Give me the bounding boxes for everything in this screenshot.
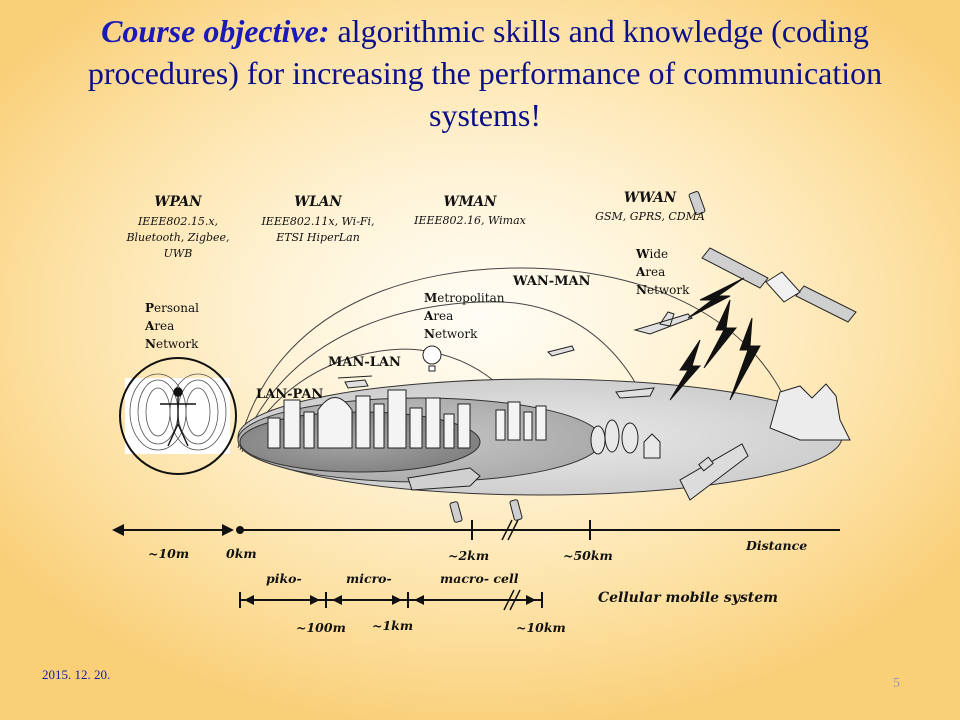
distance-axis-title: Distance (745, 538, 807, 553)
balloon (422, 345, 442, 372)
title-lead: Course objective: (101, 13, 330, 49)
cellular-axis-title: Cellular mobile system (598, 590, 778, 606)
boat (615, 387, 655, 399)
satellite-panel-left (701, 247, 769, 289)
wpan-title: WPAN (154, 194, 202, 210)
personal-area-network-label: Personal Area Network (144, 301, 199, 351)
distance-left-label: ~10m (148, 546, 189, 561)
cellular-axis (239, 589, 543, 611)
page-number: 5 (893, 676, 900, 691)
cell-tick-10km: ~10km (516, 620, 566, 635)
svg-text:Network: Network (145, 337, 199, 351)
city-skyline (267, 389, 547, 449)
satellite (701, 247, 857, 323)
train (407, 467, 481, 491)
helicopter (337, 375, 373, 389)
trees (590, 419, 661, 459)
svg-text:Personal: Personal (145, 301, 199, 315)
wwan-title: WWAN (624, 190, 677, 206)
wman-title: WMAN (444, 194, 498, 210)
svg-text:GSM, GPRS, CDMA: GSM, GPRS, CDMA (595, 210, 705, 223)
svg-text:ETSI HiperLan: ETSI HiperLan (275, 231, 360, 244)
svg-text:Metropolitan: Metropolitan (424, 291, 505, 305)
slide-date: 2015. 12. 20. (42, 667, 111, 682)
distance-zero-label: 0km (226, 546, 257, 561)
svg-text:Network: Network (424, 327, 478, 341)
cell-tick-100m: ~100m (296, 620, 346, 635)
title-rest: algorithmic skills and knowledge (coding… (87, 13, 883, 133)
svg-text:Bluetooth, Zigbee,: Bluetooth, Zigbee, (125, 231, 229, 244)
distance-axis (112, 519, 840, 541)
satellite-panel-right (795, 285, 857, 323)
aircraft (337, 311, 693, 399)
ship (679, 443, 749, 501)
cell-micro: micro- (346, 571, 392, 586)
wwan-block: WWAN GSM, GPRS, CDMA (595, 190, 705, 223)
zone-wan-man: WAN-MAN (512, 274, 591, 289)
zone-lan-pan: LAN-PAN (256, 387, 323, 402)
airplane-small (547, 345, 575, 357)
zone-man-lan: MAN-LAN (328, 355, 401, 370)
mobile-phone (688, 191, 706, 215)
radio-links (669, 277, 761, 401)
wpan-block: WPAN IEEE802.15.x, Bluetooth, Zigbee, UW… (125, 194, 229, 260)
svg-text:IEEE802.16, Wimax: IEEE802.16, Wimax (413, 214, 527, 227)
wide-area-network-label: Wide Area Network (635, 247, 690, 297)
cell-tick-1km: ~1km (372, 618, 413, 633)
cell-macro: macro- cell (440, 571, 519, 586)
distance-mid-label: ~2km (448, 548, 489, 563)
dome-man (239, 301, 661, 451)
satellite-body (765, 271, 801, 303)
svg-text:Wide: Wide (635, 247, 668, 261)
body-icon (160, 387, 196, 447)
svg-text:IEEE802.15.x,: IEEE802.15.x, (137, 215, 218, 228)
handsets (449, 499, 523, 523)
slide-title: Course objective: algorithmic skills and… (30, 10, 940, 136)
metropolitan-area-network-label: Metropolitan Area Network (423, 291, 505, 341)
svg-text:Network: Network (636, 283, 690, 297)
cliffs (769, 383, 851, 441)
svg-text:UWB: UWB (164, 247, 193, 260)
svg-text:Area: Area (144, 319, 174, 333)
cell-piko: piko- (266, 571, 302, 586)
wlan-title: WLAN (294, 194, 342, 210)
distance-far-label: ~50km (563, 548, 613, 563)
personal-area-figure (119, 357, 237, 475)
svg-text:Area: Area (635, 265, 665, 279)
svg-text:Area: Area (423, 309, 453, 323)
svg-text:IEEE802.11x, Wi-Fi,: IEEE802.11x, Wi-Fi, (260, 215, 374, 228)
network-headers: WPAN IEEE802.15.x, Bluetooth, Zigbee, UW… (125, 190, 704, 260)
airplane-large (633, 311, 693, 335)
wlan-block: WLAN IEEE802.11x, Wi-Fi, ETSI HiperLan (260, 194, 374, 244)
wman-block: WMAN IEEE802.16, Wimax (413, 194, 527, 227)
